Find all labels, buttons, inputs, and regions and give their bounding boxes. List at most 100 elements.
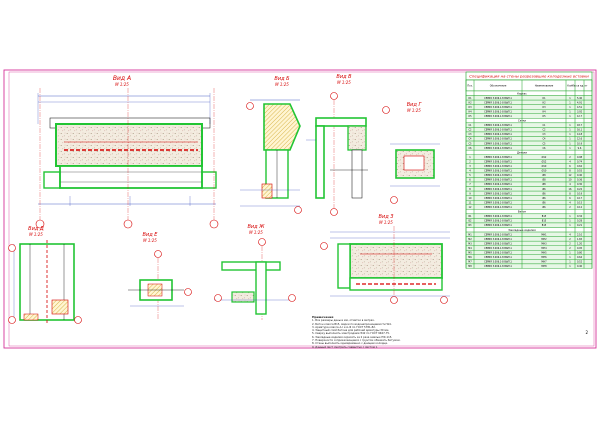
spec-cell: 0.40 xyxy=(577,265,583,268)
spec-cell: Б2 xyxy=(468,220,472,223)
spec-header-cell: Наименование xyxy=(535,85,554,88)
spec-cell: К3 xyxy=(542,106,546,109)
spec-cell: 16.1 xyxy=(577,129,583,132)
spec-cell: СЕРИЯ 3.006.1-8 ВЫП.1 xyxy=(484,265,512,268)
axis-marker xyxy=(209,219,219,229)
spec-cell: 0.74 xyxy=(577,160,583,163)
general-notes: Примечания 1. Все размеры даны в мм, отм… xyxy=(312,315,440,349)
spec-cell: 1 xyxy=(569,115,571,118)
spec-cell: Ø10 xyxy=(542,170,547,173)
spec-cell: 2 xyxy=(569,242,571,245)
notes-header: Примечания xyxy=(312,315,334,319)
view-g-scale: М 1:25 xyxy=(407,108,421,113)
spec-cell: 4 xyxy=(569,160,571,163)
spec-cell: СЕРИЯ 3.006.1-8 ВЫП.1 xyxy=(484,115,512,118)
spec-cell: 8 xyxy=(569,192,571,195)
spec-cell: 1 xyxy=(569,215,571,218)
spec-cell: 3 xyxy=(469,165,471,168)
spec-cell: 6 xyxy=(569,197,571,200)
spec-cell: 0.98 xyxy=(577,156,583,159)
view-b: Вид Б М 1:25 xyxy=(240,76,302,214)
spec-cell: 0.40 xyxy=(577,174,583,177)
spec-cell: 10.9 xyxy=(577,142,583,145)
spec-cell: 6 xyxy=(469,179,471,182)
spec-cell: 4 xyxy=(469,170,471,173)
view-v-title: Вид В xyxy=(336,74,352,80)
spec-cell: С6 xyxy=(542,147,546,150)
spec-cell: Б3 xyxy=(468,224,472,227)
spec-cell: 0.62 xyxy=(577,165,583,168)
note-line: 2. Бетон класса В15, марки по водонепрон… xyxy=(312,322,392,326)
spec-cell: К5 xyxy=(468,115,472,118)
spec-cell: 1.65 xyxy=(577,238,583,241)
spec-cell: Ø12 xyxy=(542,156,547,159)
spec-cell: СЕРИЯ 3.006.1-8 ВЫП.1 xyxy=(484,110,512,113)
spec-table: Спецификация на стены разрезавшие колоде… xyxy=(465,71,593,269)
spec-cell: 9 xyxy=(469,192,471,195)
spec-cell: 0.34 xyxy=(577,215,583,218)
spec-cell: К5 xyxy=(542,115,546,118)
spec-cell: МН7 xyxy=(541,261,547,264)
spec-cell: 6 xyxy=(569,165,571,168)
note-line: 4. Защитный слой бетона для рабочей арма… xyxy=(312,329,390,333)
spec-cell: 1 xyxy=(569,133,571,136)
spec-cell: К1 xyxy=(468,97,472,100)
spec-cell: СЕРИЯ 3.006.1-8 ВЫП.1 xyxy=(484,238,512,241)
note-line: 3. Арматура класса А-I и А-III по ГОСТ 5… xyxy=(312,325,376,329)
spec-cell: С3 xyxy=(542,133,546,136)
spec-cell: 1 xyxy=(569,138,571,141)
spec-cell: 11 xyxy=(469,201,472,204)
spec-cell: СЕРИЯ 3.006.1-8 ВЫП.1 xyxy=(484,129,512,132)
spec-cell: 18.7 xyxy=(577,124,583,127)
view-zh-title: Вид Ж xyxy=(247,224,265,230)
spec-cell: 0.64 xyxy=(577,256,583,259)
spec-cell: 4.51 xyxy=(577,106,583,109)
spec-cell: 1 xyxy=(569,220,571,223)
spec-cell: СЕРИЯ 3.006.1-8 ВЫП.1 xyxy=(484,233,512,236)
inner-frame xyxy=(8,71,595,347)
view-zh-scale: М 1:25 xyxy=(249,230,263,235)
view-zh: Вид Ж М 1:25 xyxy=(214,224,296,320)
view-d: Вид Д М 1:25 xyxy=(8,226,82,324)
outer-frame xyxy=(3,69,597,349)
spec-cell: К1 xyxy=(542,97,546,100)
spec-cell: СЕРИЯ 3.006.1-8 ВЫП.1 xyxy=(484,147,512,150)
spec-cell: СЕРИЯ 3.006.1-8 ВЫП.1 xyxy=(484,206,512,209)
spec-cell: М2 xyxy=(468,238,472,241)
spec-cell: СЕРИЯ 3.006.1-8 ВЫП.1 xyxy=(484,179,512,182)
spec-cell: СЕРИЯ 3.006.1-8 ВЫП.1 xyxy=(484,261,512,264)
note-line: 6. Закладные изделия окрасить за 2 раза … xyxy=(312,335,393,339)
spec-cell: М5 xyxy=(468,251,472,254)
spec-cell: Ø10 xyxy=(542,165,547,168)
spec-cell: М1 xyxy=(468,233,472,236)
spec-cell: СЕРИЯ 3.006.1-8 ВЫП.1 xyxy=(484,97,512,100)
spec-cell: М8 xyxy=(468,265,472,268)
spec-cell: 1 xyxy=(569,251,571,254)
spec-cell: СЕРИЯ 3.006.1-8 ВЫП.1 xyxy=(484,201,512,204)
spec-cell: 0.12 xyxy=(577,206,583,209)
spec-cell: 12.6 xyxy=(577,138,583,141)
spec-cell: 2 xyxy=(469,160,471,163)
spec-cell: 4.91 xyxy=(577,101,583,104)
spec-cell: С5 xyxy=(542,142,546,145)
spec-cell: 0.19 xyxy=(577,192,583,195)
spec-cell: Ø8 xyxy=(542,179,546,182)
spec-cell: В15 xyxy=(542,215,547,218)
view-z-title: Вид З xyxy=(379,214,395,220)
view-a-title: Вид А xyxy=(113,75,131,82)
note-line: 7. Поверхности соприкасающиеся с грунтом… xyxy=(312,339,401,343)
spec-cell: К3 xyxy=(468,106,472,109)
view-e: Вид Е М 1:25 xyxy=(128,232,192,320)
spec-header-cell: Кол. xyxy=(567,85,573,88)
spec-cell: СЕРИЯ 3.006.1-8 ВЫП.1 xyxy=(484,242,512,245)
spec-cell: 4 xyxy=(569,201,571,204)
spec-cell: СЕРИЯ 3.006.1-8 ВЫП.1 xyxy=(484,183,512,186)
spec-cell: 2 xyxy=(569,156,571,159)
view-a: Вид А М 1:25 xyxy=(35,75,219,229)
spec-cell: 1 xyxy=(469,156,471,159)
spec-cell: 1 xyxy=(569,124,571,127)
spec-cell: С1 xyxy=(468,124,472,127)
spec-cell: СЕРИЯ 3.006.1-8 ВЫП.1 xyxy=(484,138,512,141)
spec-cell: М4 xyxy=(468,247,472,250)
spec-cell: 2.10 xyxy=(577,233,583,236)
